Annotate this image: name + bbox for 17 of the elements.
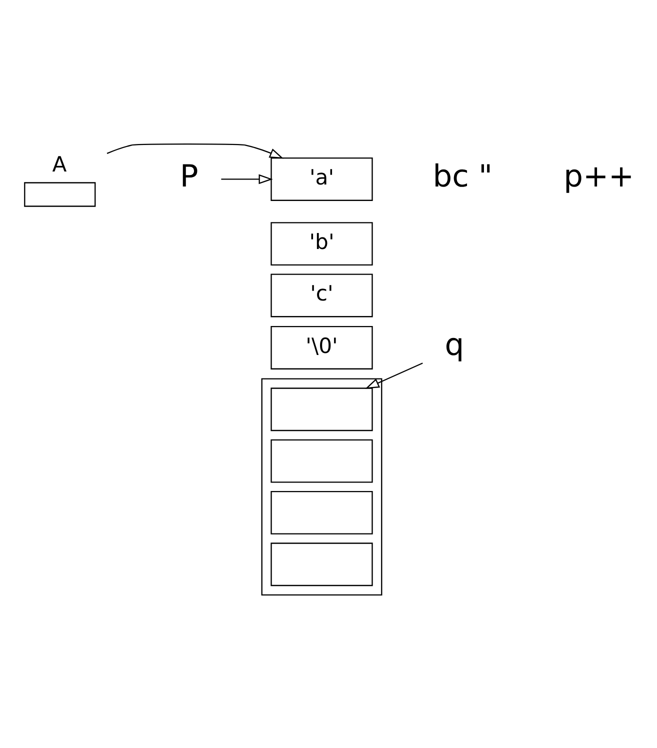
node-box: [270, 439, 373, 483]
arrow: [221, 174, 273, 184]
node-box: [270, 542, 373, 586]
node-text: q: [444, 328, 464, 364]
node-box: [270, 388, 373, 432]
arrow: [365, 362, 423, 389]
node-box: '\0': [270, 326, 373, 370]
node-label: A: [52, 151, 67, 176]
node-box: [270, 490, 373, 534]
label: bc ": [432, 160, 493, 195]
label: p++: [564, 160, 634, 195]
node-box: [24, 182, 96, 207]
arrow: [106, 144, 284, 159]
node-text: P: [180, 160, 198, 195]
node-box: 'a': [270, 158, 373, 201]
node-box: 'c': [270, 274, 373, 318]
node-box: 'b': [270, 222, 373, 266]
